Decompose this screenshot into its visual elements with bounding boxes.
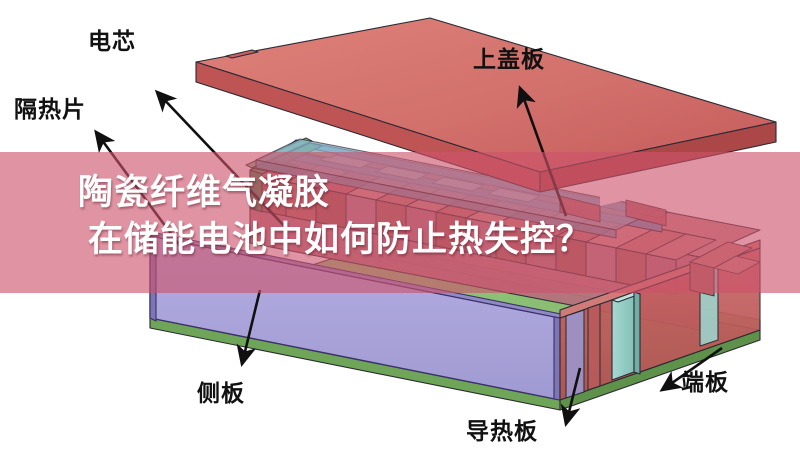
callout-label-end-plate: 端板 [681,370,729,396]
callout-label-cell: 电芯 [88,29,136,55]
callout-label-top-cover-plate: 上盖板 [473,47,545,73]
callout-label-insulation-sheet: 隔热片 [14,97,86,123]
headline-banner-text: 陶瓷纤维气凝胶 在储能电池中如何防止热失控？ [0,152,800,293]
headline-banner-overlay [0,152,800,293]
arrow-sideplate [236,289,262,368]
headline-line-1: 陶瓷纤维气凝胶 [78,173,331,213]
callout-label-heat-conduction-plate: 导热板 [466,419,538,445]
arrow-endplate [659,346,723,392]
headline-line-2: 在储能电池中如何防止热失控？ [88,220,593,260]
arrow-heatplate [560,367,582,428]
callout-label-side-plate: 侧板 [197,381,245,407]
